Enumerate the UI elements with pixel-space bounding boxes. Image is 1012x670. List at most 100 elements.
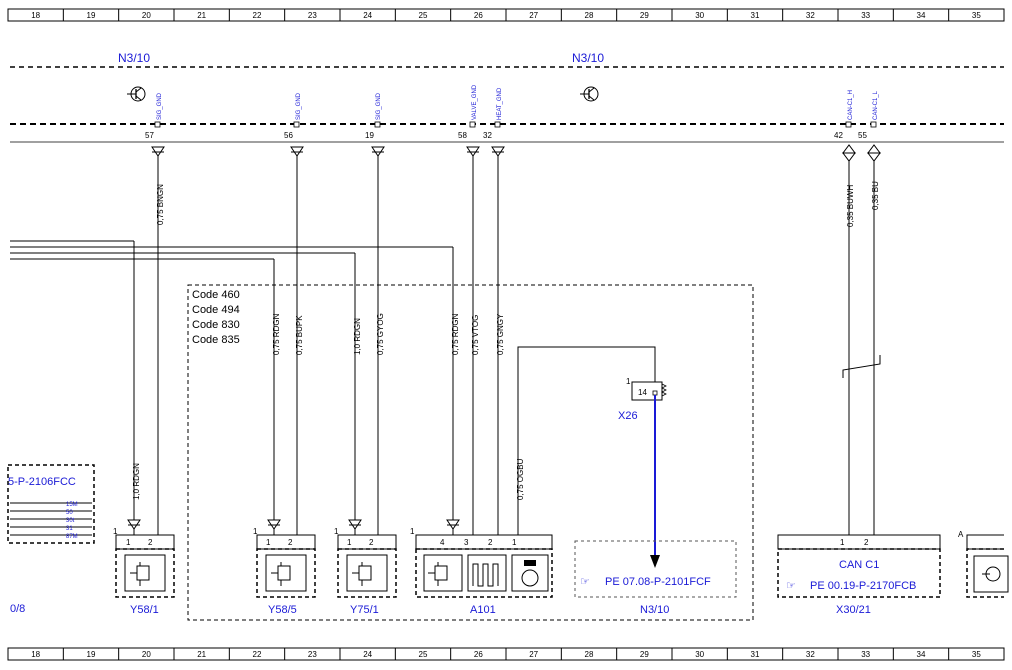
x30-21-component [777,534,941,598]
component-pin: 1 [113,527,118,536]
signal-heat-gnd: HEAT_GND [497,87,503,120]
pin-number: 42 [834,131,843,140]
pin-number: 57 [145,131,154,140]
ruler-column-number: 24 [363,11,372,20]
signal-sig-gnd: SIG_GND [157,92,163,120]
left-bottom-label: 0/8 [10,603,25,615]
wire-to-x26 [517,346,656,530]
ruler-column-number: 27 [529,650,538,659]
component-pin: 1 [840,538,845,547]
ruler-column-number: 22 [253,11,262,20]
ruler-column-number: 31 [751,650,760,659]
left-ref-box [7,464,95,544]
wire-label: 0,35 BU [871,181,880,210]
arrow-down-icon [650,555,660,568]
can-twist-marker [842,355,881,378]
ruler-column-number: 23 [308,11,317,20]
x26-pin: 14 [638,388,647,397]
transistor-icon [580,86,599,102]
input-arrows [127,519,460,530]
ruler-column-number: 19 [87,650,96,659]
wire-label: 0,35 BUWH [846,185,855,227]
pin-markers [154,121,877,128]
transistor-icon [127,86,146,102]
component-pin: 2 [288,538,293,547]
pin-number: 56 [284,131,293,140]
ruler-column-number: 28 [585,650,594,659]
component-pin: 1 [334,527,339,536]
signal-sig-gnd: SIG_GND [376,92,382,120]
y58-1-component [115,534,175,598]
hand-pointer-icon: ☞ [580,576,590,588]
terminal-label: 50 [66,510,73,516]
pin-number: 55 [858,131,867,140]
component-pin: 1 [512,538,517,547]
left-ref-text: 5-P-2106FCC [8,476,76,488]
ruler-column-number: 32 [806,650,815,659]
wire-label: 0,75 GYOG [376,313,385,355]
x26-label: X26 [618,410,638,422]
option-code-box [187,284,754,621]
signal-can-c1-h: CAN-C1_H [848,90,854,120]
wire-label: 0,75 BUPK [295,315,304,355]
ruler-column-number: 35 [972,650,981,659]
ruler-column-number: 33 [861,11,870,20]
pin-number: 19 [365,131,374,140]
component-label-y58-5: Y58/5 [268,604,297,616]
wire-label: 0,75 BNGN [156,184,165,225]
signal-valve-gnd: VALVE_GND [472,84,478,120]
component-pin: 4 [440,538,445,547]
ruler-column-number: 34 [917,11,926,20]
ruler-column-number: 24 [363,650,372,659]
terminal-label: 30t [66,518,75,524]
terminal-label: 31 [66,526,73,532]
y75-1-component [337,534,397,598]
ruler-column-number: 33 [861,650,870,659]
component-label-x30-21: X30/21 [836,604,871,616]
component-pin: 1 [266,538,271,547]
ruler-column-number: 22 [253,650,262,659]
ref-link-can[interactable]: PE 00.19-P-2170FCB [810,580,916,592]
can-c1-title: CAN C1 [839,559,879,571]
component-pin: 3 [464,538,469,547]
terminal-label: 87M [66,534,78,540]
ruler-column-number: 27 [529,11,538,20]
n3-10-ref-box [574,540,737,598]
ruler-column-number: 19 [87,11,96,20]
pin-number: 32 [483,131,492,140]
option-code: Code 494 [192,304,240,316]
terminal-label: 15M [66,502,78,508]
component-pin: 2 [148,538,153,547]
ruler-column-number: 30 [695,650,704,659]
ruler-column-number: 29 [640,650,649,659]
wire-label: 0,75 RDGN [272,313,281,355]
component-pin: 2 [864,538,869,547]
component-pin: 1 [347,538,352,547]
ruler-column-number: 25 [419,650,428,659]
component-pin: 2 [488,538,493,547]
signal-sig-gnd: SIG_GND [296,92,302,120]
ruler-column-number: 18 [31,650,40,659]
ruler-column-number: 31 [751,11,760,20]
ruler-column-number: 20 [142,650,151,659]
ruler-column-number: 34 [917,650,926,659]
wire-label: 0,75 VTOG [471,315,480,355]
component-label-n3-10: N3/10 [640,604,669,616]
left-terminal-lines [10,502,92,536]
ruler-column-number: 35 [972,11,981,20]
ref-link-n3-10[interactable]: PE 07.08-P-2101FCF [605,576,711,588]
ruler-column-number: 23 [308,650,317,659]
option-code: Code 835 [192,334,240,346]
x26-side: 1 [626,377,631,386]
wire-label: 0,75 RDGN [451,313,460,355]
a101-component [415,534,553,598]
wire-label: 1,0 RDGN [353,318,362,355]
ruler-column-number: 21 [197,650,206,659]
ruler-column-number: 21 [197,11,206,20]
wires-from-module [157,156,875,540]
ruler-column-number: 20 [142,11,151,20]
wire-label: 1,0 RDGN [132,463,141,500]
y58-5-component [256,534,316,598]
component-pin: 1 [126,538,131,547]
